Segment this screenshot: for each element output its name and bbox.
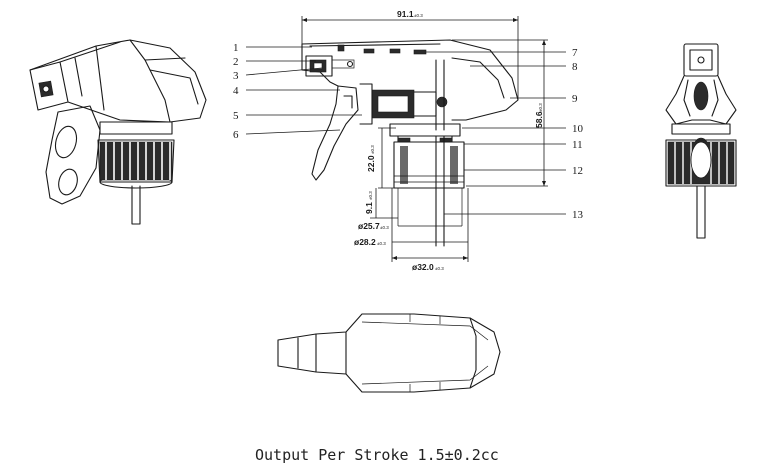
dimension-lines (301, 16, 548, 262)
callout-2: 2 (233, 56, 239, 68)
caption-output-per-stroke: Output Per Stroke 1.5±0.2cc (255, 446, 499, 464)
dim-height-body-tol: ±0.3 (370, 145, 375, 154)
callout-12: 12 (572, 165, 583, 177)
callout-6: 6 (233, 129, 239, 141)
cap-ribs (99, 141, 173, 181)
front-view (665, 43, 737, 239)
dim-width-top-tol: ±0.3 (414, 13, 423, 18)
dim-height-body: 22.0 (366, 155, 376, 172)
callout-1: 1 (233, 42, 239, 54)
dim-dia-inner: ø25.7 (358, 221, 380, 231)
top-view (277, 313, 501, 393)
callout-3: 3 (233, 70, 239, 82)
dim-dia-inner-tol: ±0.3 (380, 225, 389, 230)
dim-dia-cap-tol: ±0.3 (435, 266, 444, 271)
callout-5: 5 (233, 110, 239, 122)
callout-9: 9 (572, 93, 578, 105)
dim-dia-outer-tol: ±0.3 (377, 241, 386, 246)
side-section-view (301, 39, 519, 247)
dim-height-total: 58.6 (534, 111, 544, 128)
isometric-view (29, 39, 207, 225)
callout-7: 7 (572, 47, 578, 59)
callout-11: 11 (572, 139, 583, 151)
dim-dia-outer: ø28.2 (354, 237, 376, 247)
callout-leaders (245, 46, 566, 215)
dim-dia-cap: ø32.0 (412, 262, 434, 272)
dim-height-neck: 9.1 (364, 202, 374, 214)
dimension-labels: 91.1 ±0.3 58.6 ±0.3 22.0 ±0.3 9.1 ±0.3 ø… (354, 9, 544, 272)
dim-height-neck-tol: ±0.3 (368, 191, 373, 200)
callout-8: 8 (572, 61, 578, 73)
callout-13: 13 (572, 209, 584, 221)
callout-numbers: 1 2 3 4 5 6 7 8 9 10 11 12 13 (233, 42, 584, 221)
callout-4: 4 (233, 85, 239, 97)
callout-10: 10 (572, 123, 584, 135)
dim-height-total-tol: ±0.3 (538, 103, 543, 112)
dim-width-top: 91.1 (397, 9, 414, 19)
